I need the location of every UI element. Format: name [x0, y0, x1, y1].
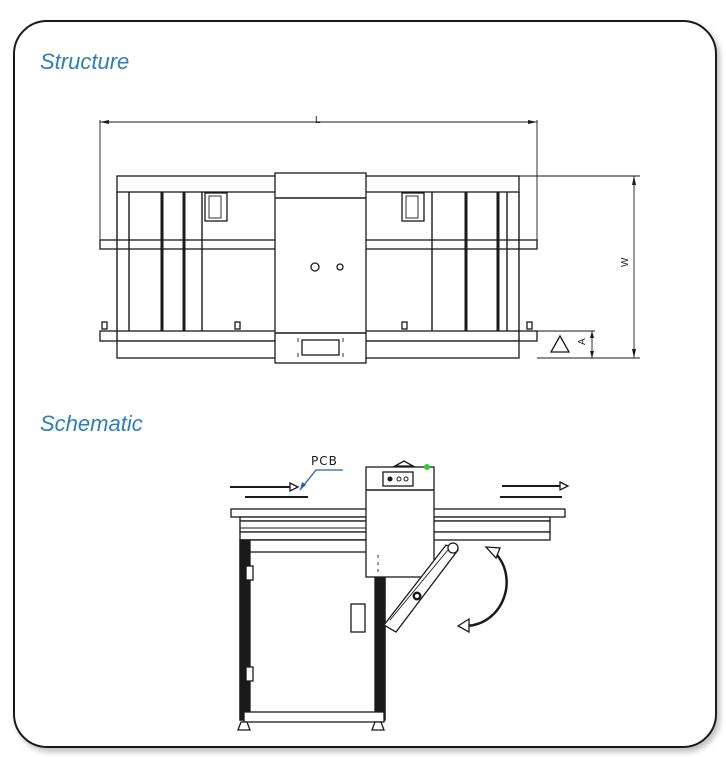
flow-arrow-icon — [559, 480, 570, 492]
pcb-leader — [299, 469, 343, 491]
height-label: A — [577, 338, 588, 345]
rotation-arrow-icon — [464, 550, 508, 628]
indicator-led — [424, 464, 430, 470]
schematic-title: Schematic — [40, 411, 143, 436]
structure-drawing: L — [99, 115, 640, 364]
width-label: W — [620, 257, 631, 267]
beacon-icon — [392, 460, 416, 467]
length-dimension: L — [99, 115, 538, 245]
height-indicator: A — [537, 330, 595, 358]
length-label: L — [315, 115, 321, 126]
width-dimension: W — [519, 175, 640, 359]
door-handle — [350, 603, 366, 633]
schematic-drawing: PCB — [230, 454, 570, 731]
structure-title: Structure — [40, 49, 130, 74]
pcb-label: PCB — [311, 454, 338, 468]
flow-arrow-icon — [289, 481, 300, 493]
